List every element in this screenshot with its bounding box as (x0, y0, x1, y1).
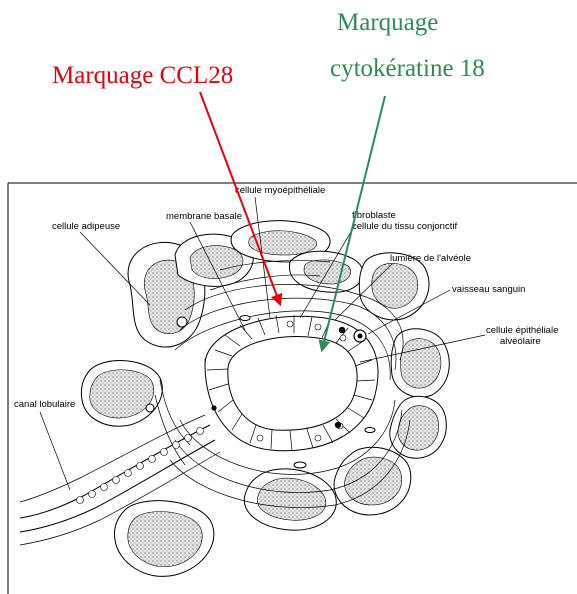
fat-cell (289, 251, 363, 292)
label-epithelial-cell-subtitle: alvéolaire (500, 336, 541, 347)
label-blood-vessel: vaisseau sanguin (452, 284, 525, 295)
fat-cell (391, 329, 449, 398)
alveolus (205, 315, 378, 451)
label-fibroblast-subtitle: cellule du tissu conjonctif (352, 221, 457, 232)
fat-cell (244, 469, 336, 530)
label-fat-cell: cellule adipeuse (52, 221, 120, 232)
label-epithelial-cell: cellule épithéliale (486, 325, 558, 336)
label-fibroblast: fibroblaste (352, 210, 396, 221)
label-alveolus-lumen: lumière de l'alvéole (390, 253, 471, 264)
fat-cell (334, 447, 411, 515)
cytokeratin-label-line2: cytokératine 18 (330, 55, 485, 82)
fat-cell (81, 361, 162, 427)
ccl28-label: Marquage CCL28 (52, 62, 233, 89)
label-myoepithelial-cell: cellule myoépithéliale (235, 185, 325, 196)
label-lobular-duct: canal lobulaire (14, 399, 75, 410)
fat-cell (114, 501, 213, 577)
cytokeratin-label-line1: Marquage (337, 9, 438, 36)
label-basement-membrane: membrane basale (166, 211, 242, 222)
fat-cell (390, 396, 446, 458)
